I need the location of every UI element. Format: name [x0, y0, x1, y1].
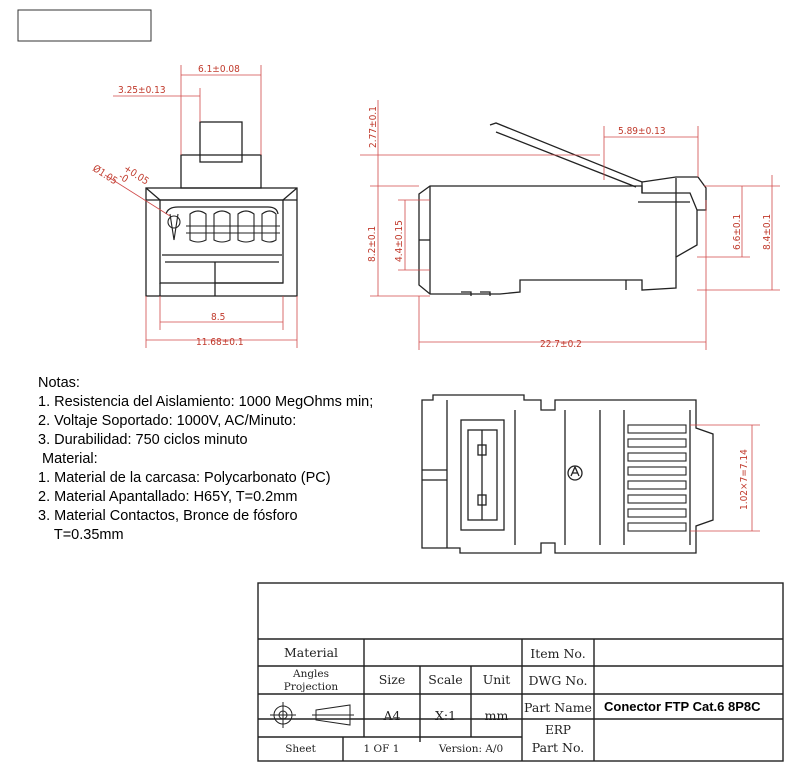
projection-symbol-icon	[270, 702, 354, 728]
front-view	[145, 121, 298, 297]
note-line: 2. Voltaje Soportado: 1000V, AC/Minuto:	[38, 413, 297, 429]
note-line: 1. Material de la carcasa: Polycarbonato…	[38, 470, 331, 486]
bottom-view-dimension-lines	[690, 424, 760, 532]
dim-side-front-length: 5.89±0.13	[618, 126, 666, 137]
dim-side-length: 22.7±0.2	[540, 339, 582, 350]
dwg-no-label: DWG No.	[528, 673, 588, 688]
dim-front-top-width: 6.1±0.08	[198, 64, 240, 75]
erp-label: ERP	[545, 723, 571, 737]
unit-value: mm	[484, 708, 509, 723]
note-line: 2. Material Apantallado: H65Y, T=0.2mm	[38, 489, 298, 505]
corner-box	[17, 9, 152, 42]
title-block-frame	[257, 582, 784, 762]
version-label: Version: A/0	[438, 743, 504, 755]
front-view-contacts	[167, 210, 280, 243]
note-line: 1. Resistencia del Aislamiento: 1000 Meg…	[38, 394, 374, 410]
note-line: 3. Material Contactos, Bronce de fósforo	[38, 508, 298, 524]
size-value: A4	[383, 708, 401, 723]
angles-label-line2: Projection	[283, 681, 339, 693]
dim-side-total-height: 8.2±0.1	[367, 226, 378, 262]
sheet-label: Sheet	[285, 743, 316, 755]
dim-front-offset: 3.25±0.13	[118, 85, 166, 96]
sheet-value: 1 OF 1	[363, 743, 400, 755]
angles-label-line1: Angles	[292, 668, 330, 680]
material-heading: Material:	[38, 451, 98, 467]
scale-value: X:1	[434, 708, 457, 723]
note-line: T=0.35mm	[38, 527, 124, 543]
size-label: Size	[378, 672, 406, 687]
dim-side-overall-height: 8.4±0.1	[762, 214, 773, 250]
dim-bottom-pitch: 1.02×7=7.14	[739, 449, 750, 510]
item-no-label: Item No.	[530, 646, 586, 661]
part-name-value: Conector FTP Cat.6 8P8C	[604, 699, 761, 714]
part-name-label: Part Name	[524, 700, 592, 715]
side-view	[418, 122, 707, 296]
dim-front-inner-width: 8.5	[211, 312, 225, 323]
unit-label: Unit	[482, 672, 511, 687]
material-label: Material	[283, 645, 339, 660]
note-line: 3. Durabilidad: 750 ciclos minuto	[38, 432, 248, 448]
bottom-view	[421, 394, 714, 554]
erp-part-no-label: Part No.	[531, 740, 585, 755]
bottom-view-contacts	[627, 424, 687, 532]
notes-block: Notas: 1. Resistencia del Aislamiento: 1…	[38, 374, 373, 545]
notes-title: Notas:	[38, 375, 80, 391]
dim-front-outer-width: 11.68±0.1	[196, 337, 244, 348]
scale-label: Scale	[428, 672, 463, 687]
dim-side-latch-height: 2.77±0.1	[368, 106, 379, 148]
front-view-dimension-lines	[104, 65, 298, 348]
dim-side-body-height: 6.6±0.1	[732, 214, 743, 250]
dim-front-hole: Ø1.05	[90, 162, 119, 187]
side-view-dimension-lines	[360, 100, 780, 350]
dim-side-inner-height: 4.4±0.15	[394, 220, 405, 262]
